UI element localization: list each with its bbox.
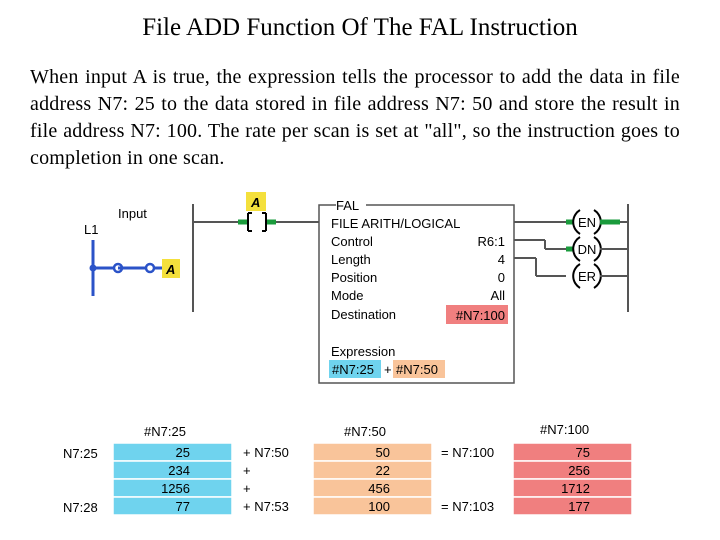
expression-b: #N7:50	[396, 362, 438, 377]
fal-block: FAL FILE ARITH/LOGICAL Control R6:1 Leng…	[318, 198, 515, 384]
table-cell-value: 256	[568, 463, 590, 478]
rail-label: L1	[84, 222, 98, 237]
fal-row-value-mode: All	[491, 288, 506, 303]
output-coils: EN DN ER	[514, 209, 628, 289]
expression-b-highlight	[393, 360, 445, 378]
dn-coil-left	[572, 236, 581, 262]
table-cell-bg	[312, 442, 433, 462]
expression-a-highlight	[329, 360, 381, 378]
er-label: ER	[578, 269, 596, 284]
fal-row-value-control: R6:1	[478, 234, 505, 249]
plus-label: + N7:53	[243, 499, 289, 514]
switch-tag: A	[165, 262, 175, 277]
fal-row-label-length: Length	[331, 252, 371, 267]
fal-row-label-control: Control	[331, 234, 373, 249]
start-address-label: N7:25	[63, 446, 98, 461]
fal-type: FILE ARITH/LOGICAL	[331, 216, 460, 231]
table-cell-bg	[112, 442, 233, 462]
table-cell-value: 1256	[161, 481, 190, 496]
en-label: EN	[578, 215, 596, 230]
fal-name: FAL	[336, 198, 359, 213]
table-cell-value: 50	[376, 445, 390, 460]
equals-label: = N7:100	[441, 445, 494, 460]
plus-label: + N7:50	[243, 445, 289, 460]
fal-row-label-destination: Destination	[331, 307, 396, 322]
plus-label: +	[243, 481, 251, 496]
table-cell-bg	[512, 496, 633, 516]
table-b-header: #N7:50	[344, 424, 386, 439]
table-cell-value: 1712	[561, 481, 590, 496]
table-cell-value: 177	[568, 499, 590, 514]
table-dest-header: #N7:100	[540, 422, 589, 437]
table-cell-value: 456	[368, 481, 390, 496]
input-switch: L1 Input A	[84, 206, 180, 296]
expression-label: Expression	[331, 344, 395, 359]
plus-label: +	[243, 463, 251, 478]
fal-row-value-length: 4	[498, 252, 505, 267]
contact-left-bracket	[247, 212, 252, 232]
end-address-label: N7:28	[63, 500, 98, 515]
table-cell-value: 25	[176, 445, 190, 460]
expression-a: #N7:25	[332, 362, 374, 377]
fal-row-label-mode: Mode	[331, 288, 364, 303]
switch-tag-box	[162, 259, 180, 278]
table-cell-value: 75	[576, 445, 590, 460]
table-cell-bg	[512, 442, 633, 462]
table-cell-value: 234	[168, 463, 190, 478]
input-label: Input	[118, 206, 147, 221]
fal-row-value-destination: #N7:100	[456, 308, 505, 323]
fal-block-border	[318, 204, 515, 384]
dn-label: DN	[578, 242, 597, 257]
fal-row-value-position: 0	[498, 270, 505, 285]
table-a-header: #N7:25	[144, 424, 186, 439]
fal-row-label-position: Position	[331, 270, 377, 285]
slide-title: File ADD Function Of The FAL Instruction	[142, 14, 578, 41]
rung-contact: A	[193, 192, 319, 232]
contact-tag-box	[246, 192, 266, 211]
table-cell-bg	[312, 496, 433, 516]
contact-right-bracket	[262, 212, 267, 232]
destination-highlight	[446, 305, 508, 324]
table-cell-value: 100	[368, 499, 390, 514]
switch-terminal-right	[144, 262, 156, 274]
table-cell-value: 22	[376, 463, 390, 478]
rail-node	[89, 264, 97, 272]
table-cell-bg	[112, 496, 233, 516]
table-cell-value: 77	[176, 499, 190, 514]
table-rows: 25 50 75 + N7:50 = N7:100 234 22 256 +1256 456 171…	[112, 442, 633, 516]
en-coil-left	[572, 209, 581, 235]
equals-label: = N7:103	[441, 499, 494, 514]
contact-tag: A	[250, 195, 260, 210]
er-coil-left	[572, 263, 581, 289]
slide-description: When input A is true, the expression tel…	[30, 66, 680, 169]
expression-op: +	[384, 362, 392, 377]
table-cell-bg	[312, 460, 433, 480]
data-tables: #N7:25 #N7:50 #N7:100 N7:25 N7:28 25 50 75…	[63, 422, 633, 516]
